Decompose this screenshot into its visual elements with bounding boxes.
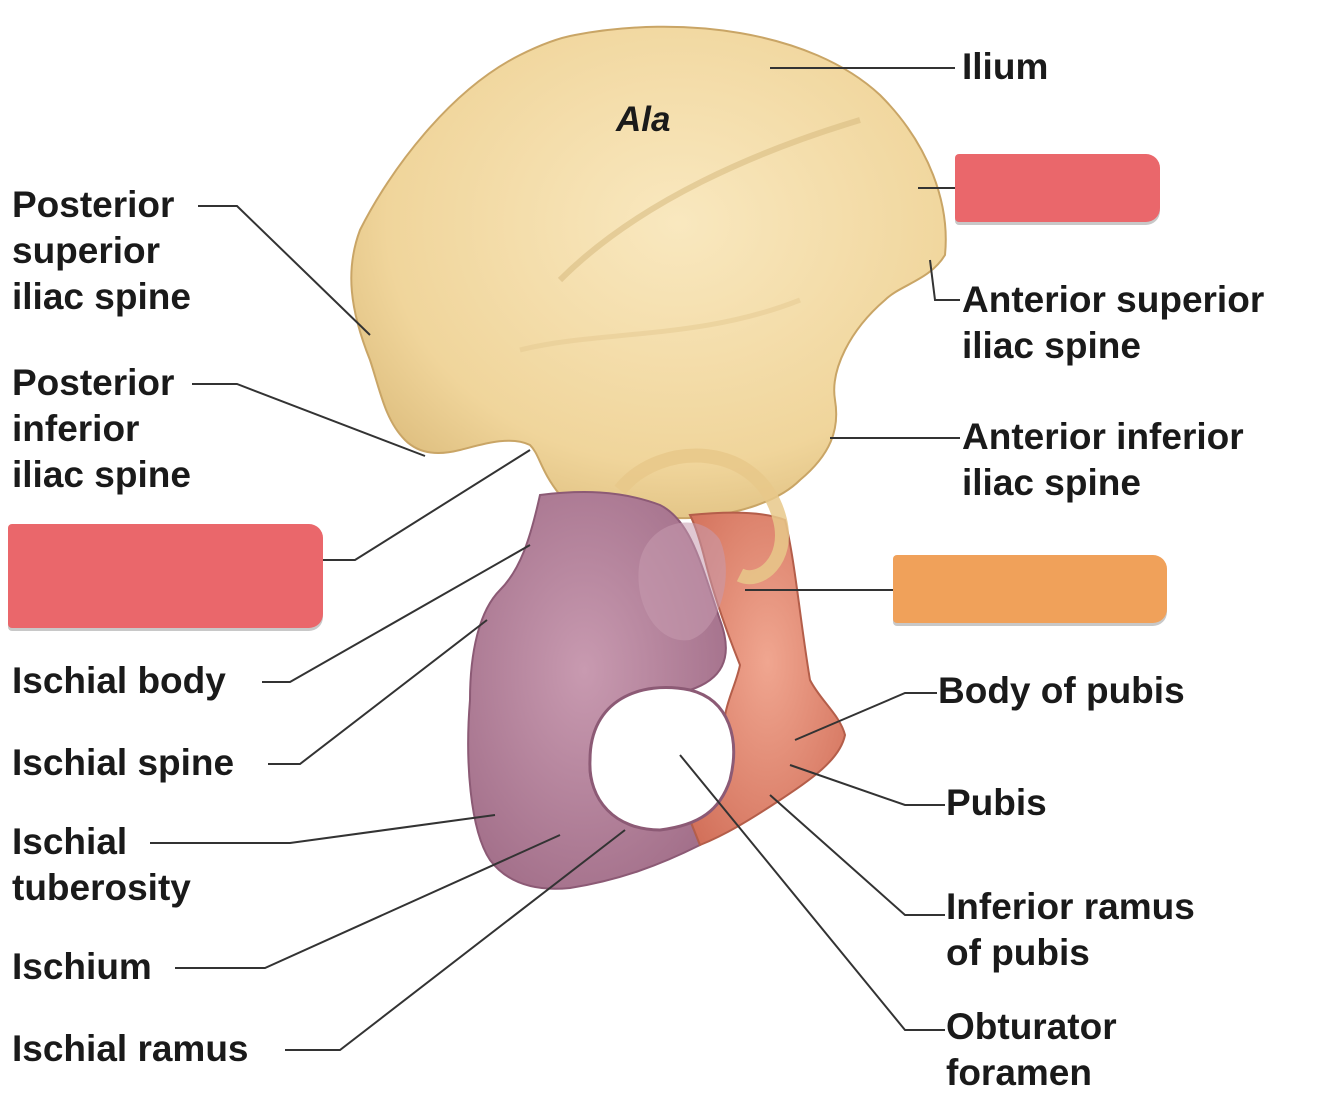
label-ischium: Ischium — [12, 946, 152, 987]
greater-sciatic-notch-blank-box[interactable] — [8, 524, 323, 628]
obturator-foramen-hole — [588, 686, 736, 832]
leader-line — [268, 619, 488, 765]
leader-line — [175, 834, 561, 969]
label-posterior-inferior-iliac-spine: Posterior inferior iliac spine — [12, 362, 191, 495]
leader-line — [929, 259, 960, 301]
leader-line — [794, 692, 937, 741]
label-ischial-body: Ischial body — [12, 660, 226, 701]
label-ilium: Ilium — [962, 46, 1049, 87]
label-inferior-ramus-of-pubis: Inferior ramus of pubis — [946, 886, 1195, 973]
acetabulum-blank-box[interactable] — [893, 555, 1167, 623]
leader-lines — [150, 67, 960, 1051]
leader-line — [789, 764, 945, 806]
iliac-crest-blank-box[interactable] — [955, 154, 1160, 222]
label-pubis: Pubis — [946, 782, 1047, 823]
ilium-ridge — [519, 297, 801, 353]
leader-line — [285, 829, 626, 1051]
label-ischial-ramus: Ischial ramus — [12, 1028, 249, 1069]
label-obturator-foramen: Obturator foramen — [946, 1006, 1117, 1093]
leader-line — [198, 205, 371, 336]
ala-region-label: Ala — [616, 100, 671, 139]
label-body-of-pubis: Body of pubis — [938, 670, 1185, 711]
leader-line — [679, 754, 945, 1031]
acetabulum-fossa — [638, 522, 726, 641]
leader-line — [150, 814, 496, 844]
ilium-ridge — [557, 117, 861, 283]
label-anterior-inferior-iliac-spine: Anterior inferior iliac spine — [962, 416, 1244, 503]
label-posterior-superior-iliac-spine: Posterior superior iliac spine — [12, 184, 191, 317]
label-anterior-superior-iliac-spine: Anterior superior iliac spine — [962, 279, 1265, 366]
leader-line — [192, 383, 426, 457]
label-ischial-tuberosity: Ischial tuberosity — [12, 821, 191, 908]
leader-line — [322, 449, 531, 561]
leader-line — [769, 794, 945, 916]
acetabulum-rim — [614, 448, 789, 585]
leader-line — [262, 544, 531, 683]
label-ischial-spine: Ischial spine — [12, 742, 235, 783]
